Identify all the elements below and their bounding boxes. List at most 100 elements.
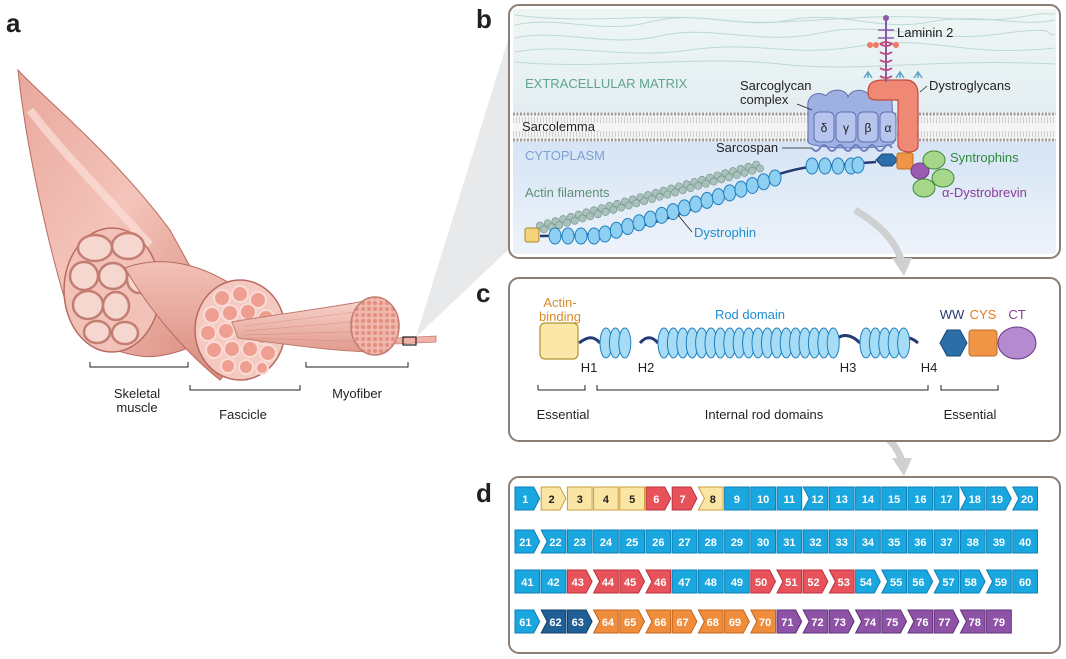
dystrophin-repeat bbox=[574, 227, 588, 245]
actin-bead bbox=[563, 218, 571, 227]
exon-number: 13 bbox=[836, 494, 848, 506]
exon-number: 11 bbox=[784, 494, 796, 506]
exon-number: 39 bbox=[993, 537, 1005, 549]
panel-label-c: c bbox=[476, 278, 490, 308]
label-h2: H2 bbox=[638, 360, 655, 375]
label-essential-right: Essential bbox=[944, 407, 997, 422]
actin-filament bbox=[536, 160, 764, 234]
exon-number: 62 bbox=[549, 617, 561, 629]
cys-domain bbox=[968, 329, 998, 357]
exon-block bbox=[724, 529, 750, 554]
actin-bead bbox=[624, 201, 633, 210]
sarcoglycan-complex: δ γ β α bbox=[807, 89, 897, 152]
exon-number: 61 bbox=[519, 617, 531, 629]
exon-number: 57 bbox=[942, 577, 954, 589]
text-line: binding bbox=[539, 309, 581, 324]
exon-number: 16 bbox=[914, 494, 926, 506]
exon-number: 69 bbox=[729, 617, 741, 629]
label-ecm: EXTRACELLULAR MATRIX bbox=[525, 76, 688, 91]
exon-block bbox=[750, 569, 777, 594]
exon-number: 2 bbox=[548, 494, 554, 506]
rod-domain-repeats bbox=[599, 327, 911, 359]
label-cys: CYS bbox=[970, 307, 997, 322]
exon-number: 58 bbox=[965, 577, 977, 589]
exon-number: 18 bbox=[969, 494, 981, 506]
exon-block bbox=[697, 609, 724, 634]
exon-block bbox=[566, 569, 593, 594]
exon-number: 36 bbox=[914, 537, 926, 549]
exon-number: 19 bbox=[991, 494, 1003, 506]
exon-block bbox=[1012, 529, 1038, 554]
rod-repeat bbox=[618, 327, 632, 359]
actin-bead bbox=[617, 203, 625, 212]
exon-block bbox=[959, 569, 986, 594]
exon-block bbox=[724, 486, 750, 511]
exon-block bbox=[986, 609, 1012, 634]
exon-block bbox=[697, 529, 724, 554]
exon-number: 33 bbox=[836, 537, 848, 549]
exon-number: 71 bbox=[781, 617, 793, 629]
actin-bead bbox=[539, 225, 548, 234]
exon-number: 77 bbox=[938, 617, 950, 629]
exon-block bbox=[855, 486, 881, 511]
label-ww: WW bbox=[940, 307, 965, 322]
zoom-fan bbox=[416, 40, 508, 337]
label-dystrophin: Dystrophin bbox=[694, 225, 756, 240]
exon-number: 44 bbox=[602, 577, 615, 589]
exon-number: 4 bbox=[603, 494, 610, 506]
exon-number: 66 bbox=[654, 617, 666, 629]
rod-repeat bbox=[897, 327, 911, 359]
exon-block bbox=[619, 529, 645, 554]
exon-number: 31 bbox=[783, 537, 795, 549]
myofiber-cross-section bbox=[350, 296, 400, 356]
exon-number: 17 bbox=[940, 494, 952, 506]
panel-a-brackets bbox=[89, 362, 409, 391]
actin-bead bbox=[586, 212, 595, 221]
actin-bead bbox=[663, 190, 672, 199]
exon-block bbox=[593, 529, 619, 554]
exon-number: 1 bbox=[522, 494, 528, 506]
panel-d-frame bbox=[508, 476, 1061, 654]
exon-block bbox=[671, 529, 698, 554]
label-sarcolemma: Sarcolemma bbox=[522, 119, 596, 134]
label-h1: H1 bbox=[581, 360, 598, 375]
exon-number: 42 bbox=[547, 577, 559, 589]
exon-number: 22 bbox=[549, 537, 561, 549]
text-line: complex bbox=[740, 92, 789, 107]
exon-block bbox=[514, 609, 541, 634]
dystrophin-repeat bbox=[851, 156, 865, 174]
exon-number: 12 bbox=[811, 494, 823, 506]
exon-block bbox=[750, 486, 776, 511]
actin-bead bbox=[694, 182, 703, 190]
label-essential-left: Essential bbox=[537, 407, 590, 422]
exon-number: 50 bbox=[755, 577, 767, 589]
exon-block bbox=[540, 529, 567, 554]
exon-number: 54 bbox=[860, 577, 873, 589]
exon-block bbox=[959, 486, 986, 511]
exon-block bbox=[540, 486, 567, 511]
exon-number: 63 bbox=[572, 617, 584, 629]
dystrophin-repeat bbox=[666, 203, 680, 221]
panel-a: a bbox=[6, 8, 508, 422]
exon-block bbox=[907, 486, 934, 511]
actin-bead bbox=[555, 221, 564, 229]
exon-number: 78 bbox=[969, 617, 981, 629]
text-line: muscle bbox=[116, 400, 157, 415]
label-syntrophins: Syntrophins bbox=[950, 150, 1019, 165]
actin-bead bbox=[609, 205, 618, 214]
dystrophin-repeat bbox=[757, 173, 771, 191]
exon-block bbox=[514, 486, 541, 511]
exon-block bbox=[593, 486, 619, 511]
exon-block bbox=[776, 609, 803, 634]
exon-block bbox=[671, 569, 698, 594]
exon-block bbox=[671, 609, 698, 634]
exon-block bbox=[592, 569, 619, 594]
exon-block bbox=[986, 529, 1012, 554]
exon-number: 15 bbox=[888, 494, 900, 506]
label-h3: H3 bbox=[840, 360, 857, 375]
exon-block bbox=[566, 486, 593, 511]
exon-number: 68 bbox=[707, 617, 719, 629]
exon-block bbox=[776, 529, 803, 554]
exon-block bbox=[514, 529, 541, 554]
